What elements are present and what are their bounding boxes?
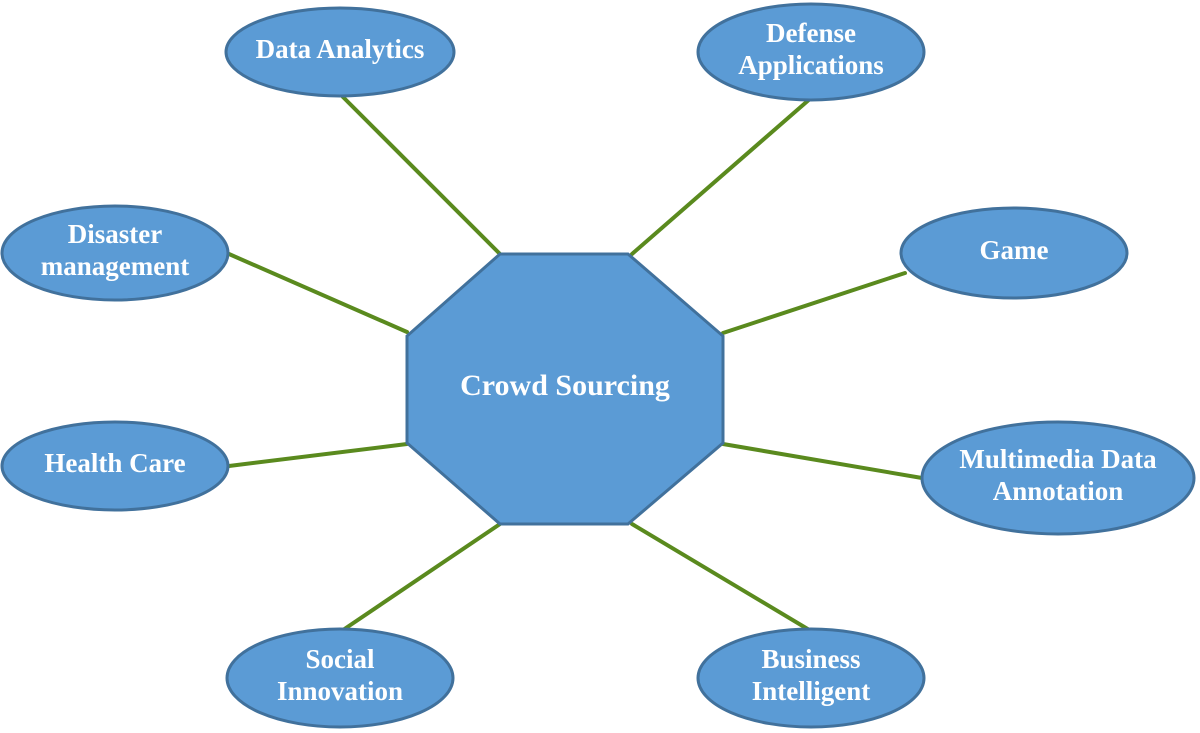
node-label-data-analytics-0: Data Analytics xyxy=(256,34,425,64)
connector-social-innovation xyxy=(341,522,502,632)
connector-game xyxy=(721,271,907,335)
node-label-defense-applications-0: Defense xyxy=(766,18,856,48)
node-ellipse-business-intelligent xyxy=(696,627,926,729)
connector-disaster-management xyxy=(227,252,409,334)
center-label: Crowd Sourcing xyxy=(460,369,670,402)
connectors xyxy=(227,95,924,633)
center-octagon xyxy=(405,252,725,526)
node-label-social-innovation-0: Social xyxy=(305,644,375,674)
node-ellipse-multimedia-data-annotation xyxy=(920,420,1196,536)
node-label-social-innovation-1: Innovation xyxy=(277,676,403,706)
connector-health-care xyxy=(227,442,409,468)
node-ellipse-game xyxy=(899,206,1129,300)
node-label-multimedia-data-annotation-1: Annotation xyxy=(993,476,1124,506)
connector-data-analytics xyxy=(341,95,502,256)
node-game: Game xyxy=(899,206,1129,300)
node-label-game-0: Game xyxy=(980,235,1049,265)
connector-business-intelligent xyxy=(630,522,813,633)
connector-multimedia-data-annotation xyxy=(721,442,924,480)
node-label-business-intelligent-1: Intelligent xyxy=(752,676,871,706)
node-ellipse-data-analytics xyxy=(224,6,456,98)
node-label-disaster-management-1: management xyxy=(41,251,189,281)
connector-defense-applications xyxy=(630,96,813,256)
center-node: Crowd Sourcing xyxy=(405,252,725,526)
node-ellipse-disaster-management xyxy=(0,204,230,302)
node-ellipse-social-innovation xyxy=(225,627,455,729)
node-label-defense-applications-1: Applications xyxy=(738,50,884,80)
node-label-multimedia-data-annotation-0: Multimedia Data xyxy=(959,444,1157,474)
node-data-analytics: Data Analytics xyxy=(224,6,456,98)
node-label-health-care-0: Health Care xyxy=(44,448,185,478)
node-ellipse-health-care xyxy=(0,420,230,512)
node-health-care: Health Care xyxy=(0,420,230,512)
node-ellipse-defense-applications xyxy=(696,2,926,102)
node-label-business-intelligent-0: Business xyxy=(761,644,860,674)
node-label-disaster-management-0: Disaster xyxy=(68,219,162,249)
